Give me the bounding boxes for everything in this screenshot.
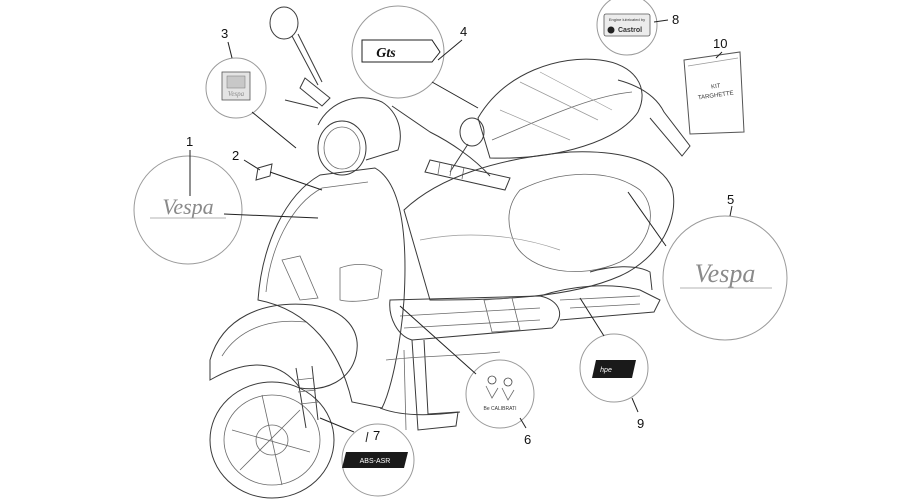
callout-number-10: 10 <box>713 36 727 51</box>
kit-text-1: KIT <box>711 83 721 90</box>
callout-number-8: 8 <box>672 12 679 27</box>
callout-gts-logo: Gts <box>351 5 445 99</box>
kit-text-2: TARGHETTE <box>698 91 734 102</box>
callout-vespa-logo-rear: Vespa <box>662 215 788 341</box>
callout-kids-decal: Be CALIBRATI <box>465 359 535 429</box>
abs-plate <box>342 452 408 468</box>
castrol-brand-text: Castrol <box>618 27 642 34</box>
castrol-plate <box>603 13 651 37</box>
scooter-drawing <box>209 6 691 499</box>
callout-number-4: 4 <box>460 24 467 39</box>
vespa-logo-text: Vespa <box>162 194 213 219</box>
badge-logo-text: Vespa <box>228 90 245 98</box>
gts-logo-text: Gts <box>376 46 396 61</box>
callout-number-3: 3 <box>221 26 228 41</box>
callout-badge: Vespa <box>205 57 267 119</box>
callout-number-6: 6 <box>524 432 531 447</box>
callout-number-7: 7 <box>373 428 380 443</box>
callout-number-1: 1 <box>186 134 193 149</box>
hpe-plate <box>592 360 636 378</box>
kids-decal-text: Be CALIBRATI <box>484 406 517 412</box>
callout-number-9: 9 <box>637 416 644 431</box>
callout-castrol-plate: Engine lubricated by Castrol <box>596 0 658 56</box>
callout-number-2: 2 <box>232 148 239 163</box>
abs-decal-text: ABS-ASR <box>360 458 391 465</box>
hpe-decal-text: hpe <box>600 367 612 374</box>
callout-kit-bag: KIT TARGHETTE <box>683 51 745 135</box>
callout-abs-decal: ABS-ASR <box>341 423 415 497</box>
gts-plate <box>361 39 441 63</box>
callout-hpe-decal: hpe <box>579 333 649 403</box>
callout-numbers: 1 2 3 4 5 6 7 8 9 10 <box>186 12 734 447</box>
vespa-logo-text-rear: Vespa <box>695 259 756 288</box>
castrol-emblem-icon <box>607 26 615 34</box>
badge-emblem <box>226 75 246 89</box>
callout-number-5: 5 <box>727 192 734 207</box>
leader-lines <box>189 19 733 443</box>
callout-vespa-logo-front: Vespa <box>133 155 243 265</box>
castrol-header-text: Engine lubricated by <box>609 17 645 22</box>
callout-small-plate <box>255 163 273 181</box>
